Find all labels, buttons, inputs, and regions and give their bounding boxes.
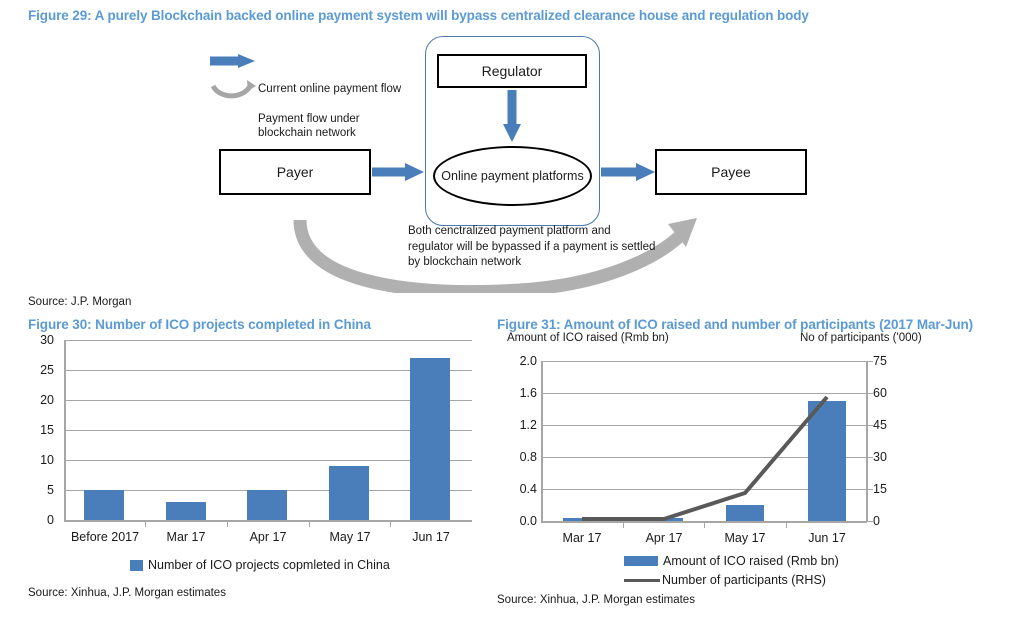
- x-tickmark: [390, 521, 391, 527]
- gridline: [64, 340, 472, 341]
- figure29-source: Source: J.P. Morgan: [28, 296, 132, 308]
- node-payee: Payee: [655, 149, 807, 195]
- x-tickmark: [145, 521, 146, 527]
- diagram-arrows-layer: [210, 54, 697, 293]
- y-tick-label: 0.0: [519, 514, 537, 528]
- bar-jun-17: [410, 358, 450, 520]
- figure31-legend-bar: Amount of ICO raised (Rmb bn): [624, 554, 839, 568]
- y2-tick-label: 0: [873, 514, 880, 528]
- legend-label: Number of participants (RHS): [662, 573, 826, 587]
- y-tick-label: 10: [40, 453, 54, 467]
- legend-line-swatch: [624, 578, 660, 582]
- y-tick-label: 20: [40, 393, 54, 407]
- y2-tickmark: [867, 425, 873, 426]
- legend-label-blockchain-flow: Payment flow under blockchain network: [258, 113, 360, 140]
- y2-tick-label: 30: [873, 450, 887, 464]
- x-tickmark: [704, 522, 705, 528]
- x-category-label: Mar 17: [562, 531, 602, 545]
- y2-tickmark: [867, 361, 873, 362]
- legend-gray-curved-arrow-icon: [210, 80, 256, 99]
- x-category-label: May 17: [329, 530, 371, 544]
- gridline: [64, 370, 472, 371]
- figure29-title: Figure 29: A purely Blockchain backed on…: [28, 8, 809, 23]
- y-axis-line: [64, 340, 66, 521]
- bypass-blockchain-arrow: [293, 218, 697, 293]
- gridline: [541, 425, 867, 426]
- y2-axis-line: [866, 361, 868, 522]
- y2-tick-label: 75: [873, 354, 887, 368]
- bar-apr-17: [247, 490, 287, 520]
- figure31-chart: Amount of ICO raised (Rmb bn) No of part…: [495, 332, 1015, 587]
- figure30-chart: 30 25 20 15 10 5 0 Before 2017 Mar 17 Ap…: [20, 332, 480, 582]
- y-tick-label: 1.6: [519, 386, 537, 400]
- y-axis-line: [541, 361, 543, 522]
- right-axis-title: No of participants ('000): [800, 332, 922, 344]
- y2-tick-label: 60: [873, 386, 887, 400]
- clearance-house-container: [425, 36, 600, 226]
- y-tick-label: 2.0: [519, 354, 537, 368]
- legend-bar-swatch: [130, 559, 143, 571]
- y-tick-label: 0: [47, 513, 54, 527]
- x-tickmark: [309, 521, 310, 527]
- figure30-source: Source: Xinhua, J.P. Morgan estimates: [28, 587, 226, 599]
- legend-bar-swatch: [624, 556, 658, 566]
- left-axis-title: Amount of ICO raised (Rmb bn): [507, 332, 669, 344]
- x-axis-line: [64, 520, 472, 522]
- y-tick-label: 30: [40, 333, 54, 347]
- y2-tickmark: [867, 521, 873, 522]
- legend-label: Amount of ICO raised (Rmb bn): [663, 554, 839, 568]
- x-tickmark: [227, 521, 228, 527]
- legend-label-current-flow: Current online payment flow: [258, 83, 402, 95]
- y-tick-label: 0.8: [519, 450, 537, 464]
- gridline: [64, 400, 472, 401]
- x-category-label: May 17: [724, 531, 766, 545]
- gridline: [64, 460, 472, 461]
- y-tick-label: 0.4: [519, 482, 537, 496]
- x-tickmark: [623, 522, 624, 528]
- node-regulator: Regulator: [437, 54, 587, 88]
- y2-tick-label: 45: [873, 418, 887, 432]
- participants-line-series: [582, 395, 829, 521]
- figure30-title: Figure 30: Number of ICO projects comple…: [28, 317, 371, 332]
- bar-before-2017: [84, 490, 124, 520]
- bar-mar-17: [166, 502, 206, 520]
- figure31-title: Figure 31: Amount of ICO raised and numb…: [497, 317, 974, 332]
- payer-to-platform-arrow: [372, 163, 424, 181]
- gridline: [541, 457, 867, 458]
- x-tickmark: [786, 522, 787, 528]
- x-category-label: Mar 17: [166, 530, 206, 544]
- gridline: [541, 361, 867, 362]
- bar-jun-17: [808, 401, 846, 521]
- gridline: [64, 430, 472, 431]
- gridline: [541, 393, 867, 394]
- figure31-source: Source: Xinhua, J.P. Morgan estimates: [497, 594, 695, 606]
- x-category-label: Jun 17: [412, 530, 450, 544]
- x-category-label: Apr 17: [645, 531, 683, 545]
- x-category-label: Jun 17: [808, 531, 846, 545]
- y-tick-label: 1.2: [519, 418, 537, 432]
- legend-label: Number of ICO projects copmleted in Chin…: [148, 558, 390, 572]
- bypass-annotation: Both cenctralized payment platform and r…: [408, 225, 656, 269]
- node-online-payment-platforms: Online payment platforms: [433, 146, 592, 206]
- figure29-diagram: Regulator Online payment platforms Payer…: [0, 28, 1024, 293]
- legend-blue-arrow-icon: [210, 54, 255, 68]
- bar-may-17: [329, 466, 369, 520]
- y-tick-label: 5: [47, 483, 54, 497]
- x-axis-line: [541, 521, 867, 523]
- y2-tickmark: [867, 489, 873, 490]
- y2-tickmark: [867, 393, 873, 394]
- y2-tick-label: 15: [873, 482, 887, 496]
- figure31-legend-line: Number of participants (RHS): [624, 573, 826, 587]
- gridline: [541, 489, 867, 490]
- y-tick-label: 15: [40, 423, 54, 437]
- x-category-label: Before 2017: [70, 530, 140, 544]
- figure30-legend: Number of ICO projects copmleted in Chin…: [130, 558, 390, 572]
- bar-may-17: [726, 505, 764, 521]
- platform-to-payee-arrow: [601, 163, 655, 181]
- node-payer: Payer: [219, 149, 371, 195]
- y-tick-label: 25: [40, 363, 54, 377]
- y2-tickmark: [867, 457, 873, 458]
- x-category-label: Apr 17: [249, 530, 287, 544]
- regulator-to-platform-arrow: [503, 90, 521, 142]
